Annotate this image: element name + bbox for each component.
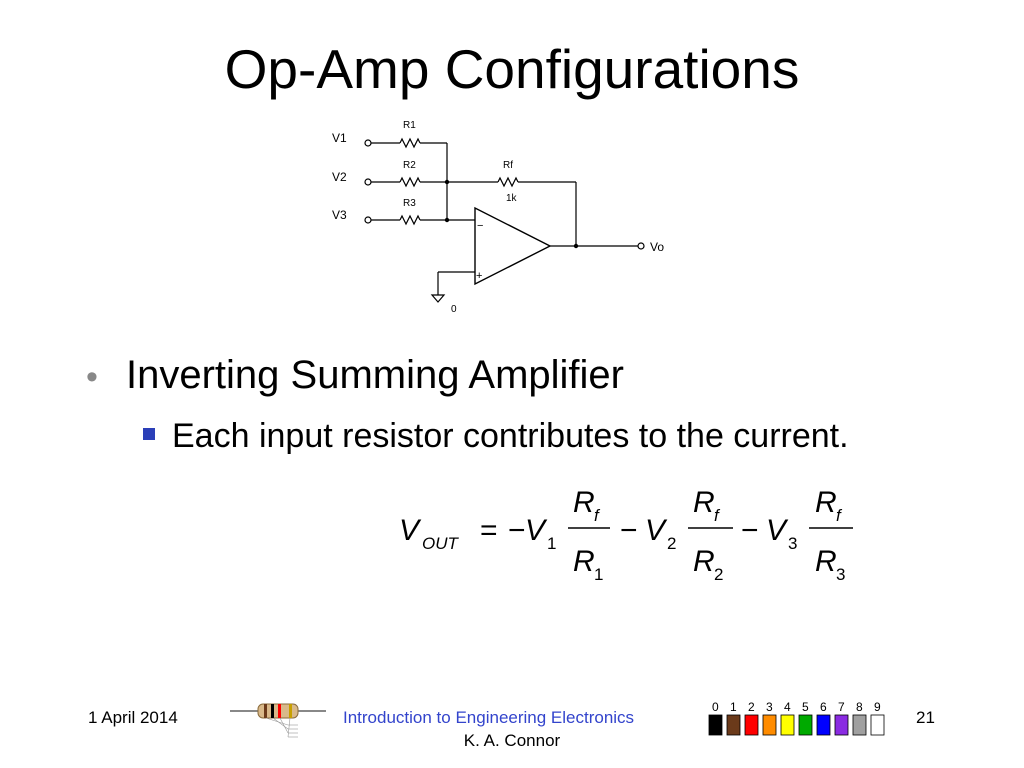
- eq-den3: R: [815, 545, 837, 578]
- bullet-level1-text: Inverting Summing Amplifier: [126, 353, 624, 397]
- eq-v2-sub: 2: [667, 534, 676, 553]
- eq-den3-sub: 3: [836, 565, 845, 584]
- bullet-level2-text: Each input resistor contributes to the c…: [172, 417, 849, 455]
- slide-title: Op-Amp Configurations: [224, 38, 800, 100]
- color-code-digit: 5: [802, 700, 809, 714]
- resistor-label-r2: R2: [403, 160, 416, 171]
- color-code-digit: 4: [784, 700, 791, 714]
- color-code-swatch: [816, 714, 831, 736]
- footer-course-title: Introduction to Engineering Electronics: [343, 708, 635, 727]
- color-code-swatch: [762, 714, 777, 736]
- feedback-resistor-value: 1k: [506, 193, 518, 204]
- eq-den1: R: [573, 545, 595, 578]
- summing-amplifier-circuit: V1 V2 V3 R1 R2 R3 Rf 1k Vo 0 − +: [332, 120, 664, 315]
- output-label: Vo: [650, 240, 664, 254]
- eq-minus-1: −: [508, 514, 526, 547]
- color-code-digit: 8: [856, 700, 863, 714]
- eq-num2-sub: f: [714, 506, 721, 525]
- eq-v3: V: [766, 514, 789, 547]
- inverting-input-sign: −: [477, 220, 483, 232]
- feedback-resistor-label: Rf: [503, 160, 513, 171]
- resistor-logo-icon: [230, 703, 326, 738]
- eq-den2: R: [693, 545, 715, 578]
- eq-equals: =: [480, 514, 498, 547]
- color-code-digit: 0: [712, 700, 719, 714]
- color-code-swatch: [708, 714, 723, 736]
- input-label-v1: V1: [332, 131, 347, 145]
- eq-num3-sub: f: [836, 506, 843, 525]
- eq-num1-sub: f: [594, 506, 601, 525]
- bullet-square-icon: [143, 428, 155, 440]
- eq-den2-sub: 2: [714, 565, 723, 584]
- color-code-swatch: [780, 714, 795, 736]
- color-code-swatch: [852, 714, 867, 736]
- color-code-digit: 7: [838, 700, 845, 714]
- input-label-v3: V3: [332, 208, 347, 222]
- resistor-label-r3: R3: [403, 198, 416, 209]
- bullet-level1: • Inverting Summing Amplifier: [86, 350, 624, 402]
- eq-lhs-sub: OUT: [422, 534, 460, 553]
- color-code-swatch: [798, 714, 813, 736]
- eq-num1: R: [573, 486, 595, 519]
- color-code-swatch: [744, 714, 759, 736]
- vout-equation: V OUT = − V 1 R f R 1 − V 2 R f R 2 − V …: [399, 486, 853, 584]
- eq-den1-sub: 1: [594, 565, 603, 584]
- page-number: 21: [916, 708, 935, 727]
- input-label-v2: V2: [332, 170, 347, 184]
- resistor-label-r1: R1: [403, 120, 416, 131]
- color-code-digit: 6: [820, 700, 827, 714]
- ground-label: 0: [451, 304, 457, 315]
- eq-v1: V: [525, 514, 548, 547]
- eq-v1-sub: 1: [547, 534, 556, 553]
- color-code-swatch: [834, 714, 849, 736]
- footer-author: K. A. Connor: [463, 731, 561, 750]
- bullet-level2: Each input resistor contributes to the c…: [143, 414, 863, 458]
- color-code-swatch: [870, 714, 885, 736]
- footer-date: 1 April 2014: [88, 708, 178, 727]
- color-code-digit: 1: [730, 700, 737, 714]
- eq-minus-3: −: [741, 514, 759, 547]
- eq-num2: R: [693, 486, 715, 519]
- color-code-digit: 9: [874, 700, 881, 714]
- eq-v2: V: [645, 514, 668, 547]
- color-code-digit: 2: [748, 700, 755, 714]
- bullet-dot-icon: •: [86, 358, 98, 396]
- color-code-digit: 3: [766, 700, 773, 714]
- eq-num3: R: [815, 486, 837, 519]
- eq-lhs: V: [399, 514, 422, 547]
- color-code-swatch: [726, 714, 741, 736]
- eq-minus-2: −: [620, 514, 638, 547]
- eq-v3-sub: 3: [788, 534, 797, 553]
- noninverting-input-sign: +: [476, 270, 482, 282]
